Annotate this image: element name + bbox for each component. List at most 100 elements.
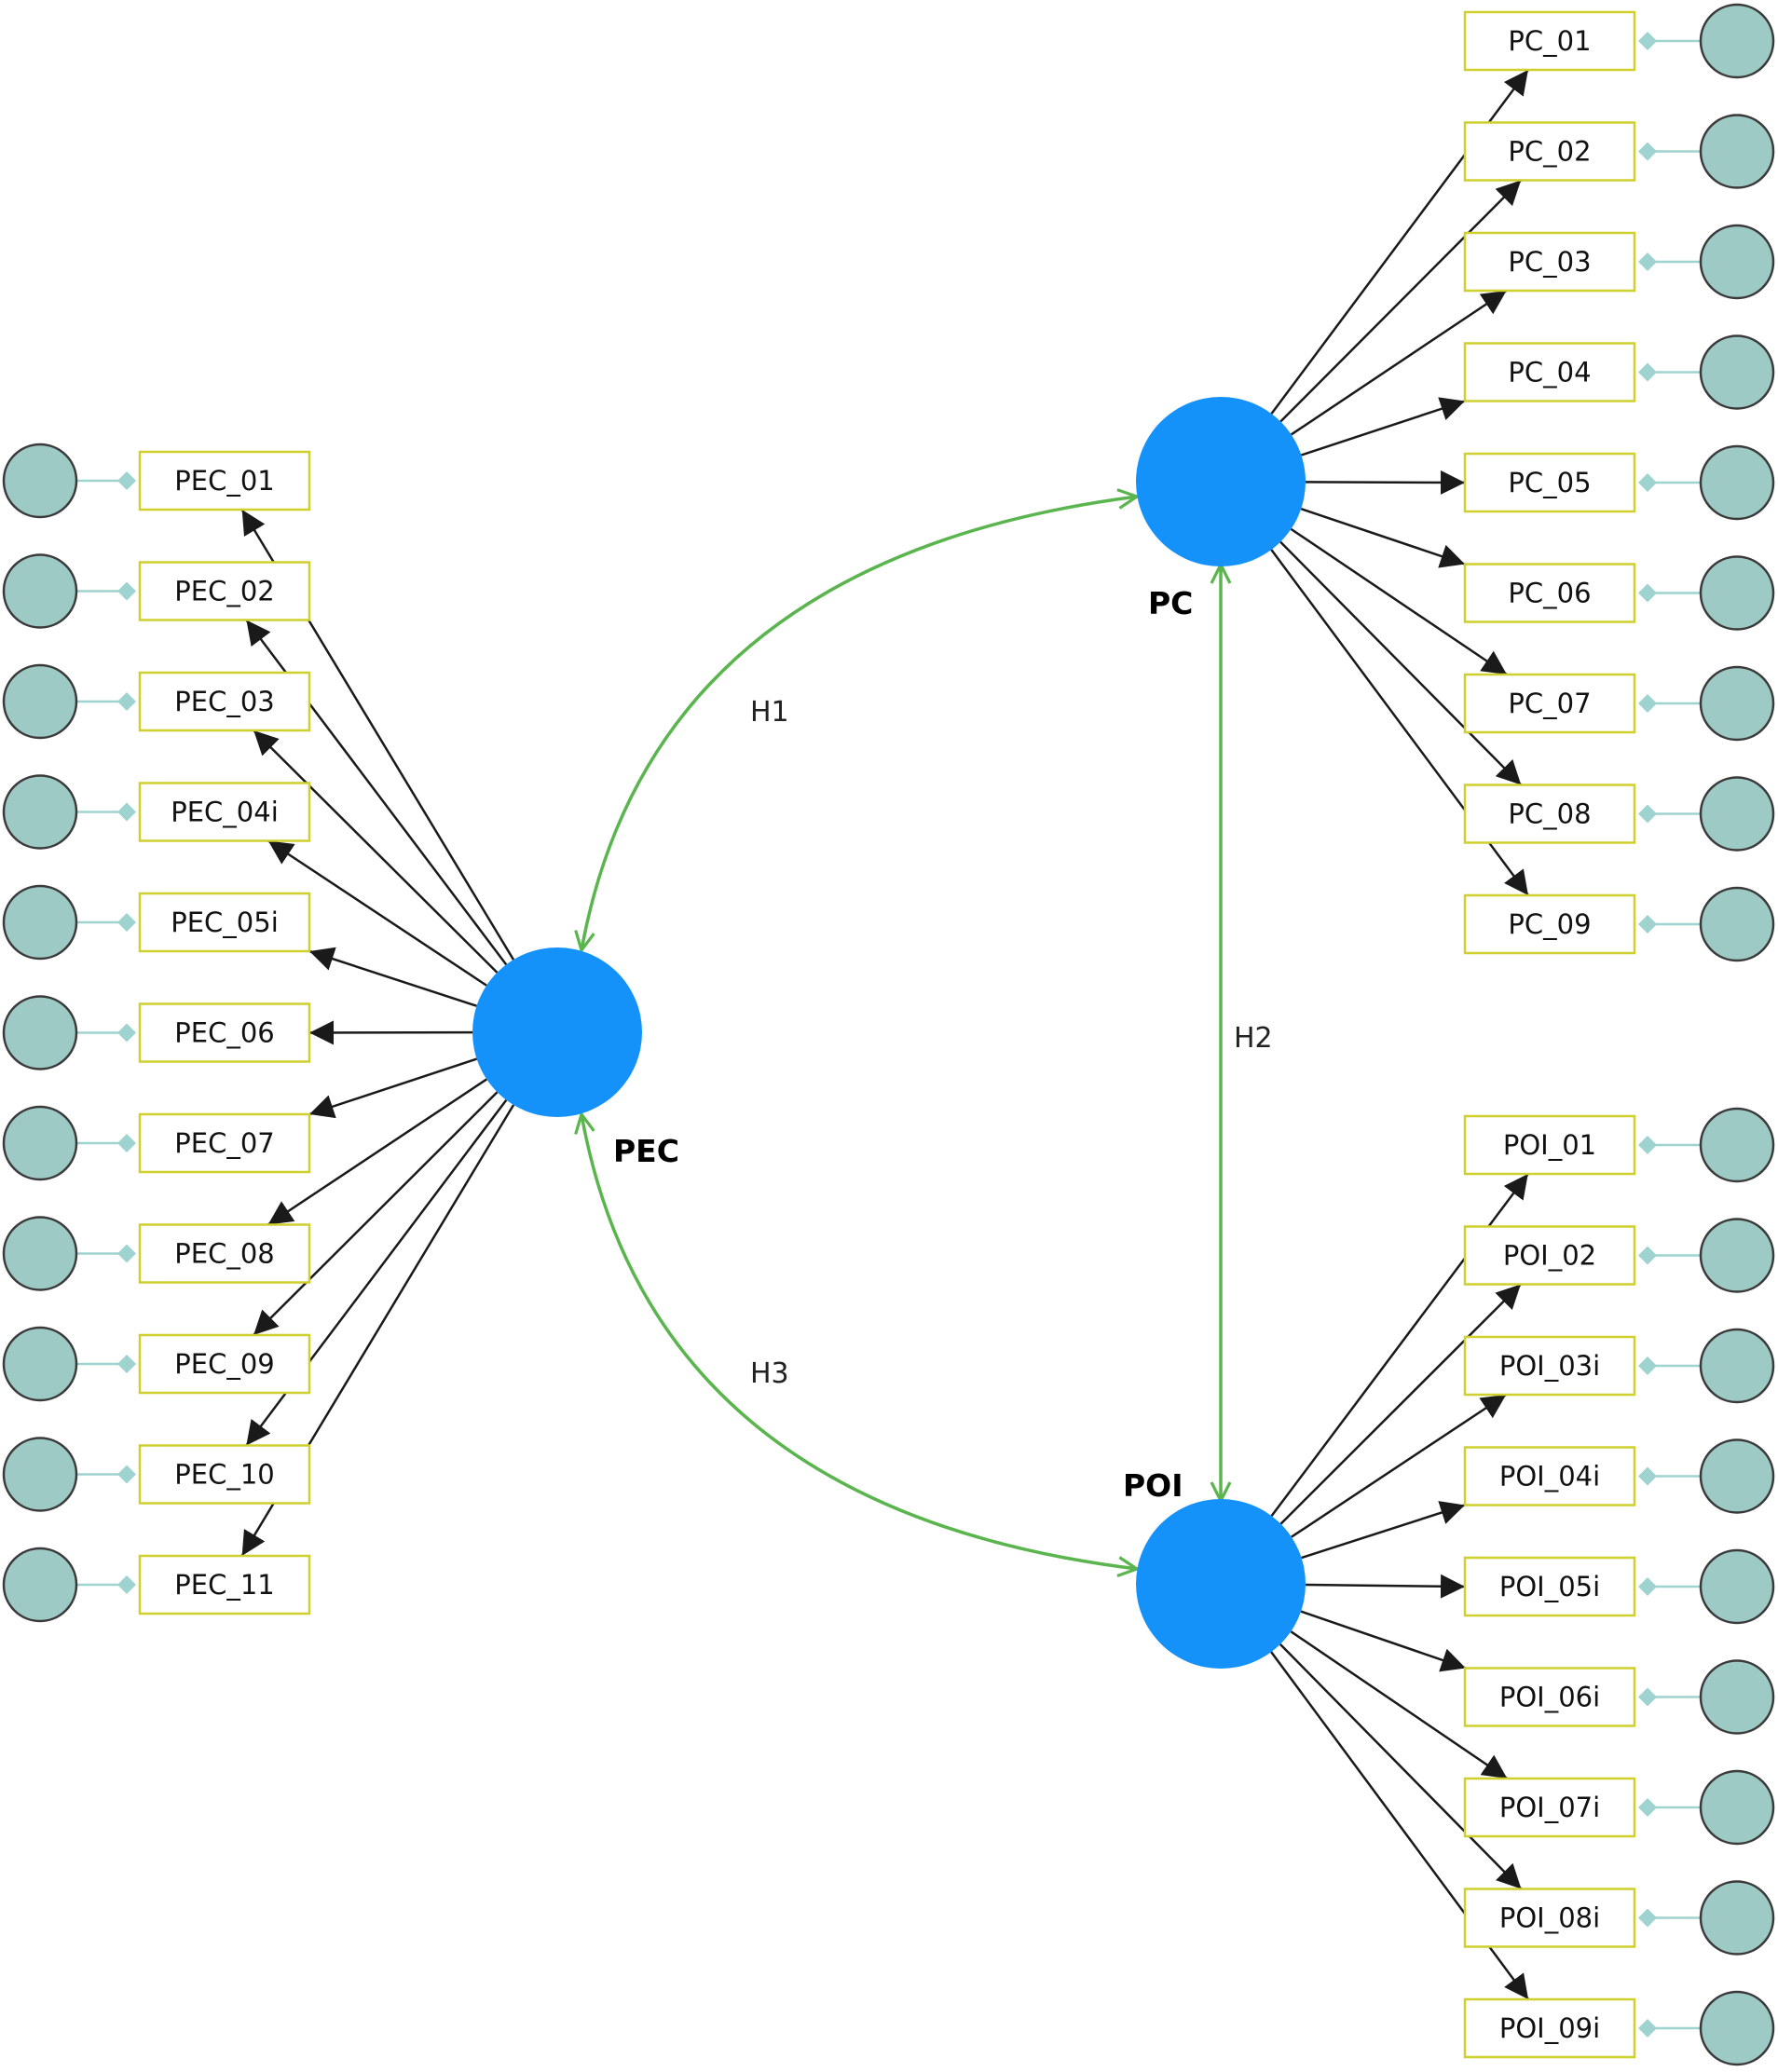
loading-arrow[interactable] bbox=[308, 947, 477, 1007]
error-term-node[interactable] bbox=[2, 774, 78, 850]
indicator-box[interactable] bbox=[138, 1112, 311, 1174]
error-term-node[interactable] bbox=[1699, 114, 1775, 189]
loading-arrow[interactable] bbox=[1301, 397, 1466, 457]
error-term-node[interactable] bbox=[2, 663, 78, 740]
error-term-node[interactable] bbox=[1699, 1328, 1775, 1404]
indicator-box[interactable] bbox=[1463, 1225, 1636, 1286]
error-term-node[interactable] bbox=[1699, 1990, 1775, 2066]
latent-pec-label: PEC bbox=[613, 1133, 679, 1169]
loading-arrow[interactable] bbox=[1291, 1393, 1507, 1538]
error-link-diamond bbox=[1638, 252, 1657, 271]
error-link-diamond bbox=[1638, 1798, 1657, 1817]
error-term-node[interactable] bbox=[1699, 555, 1775, 631]
indicator-box[interactable] bbox=[1463, 1556, 1636, 1617]
indicator-box[interactable] bbox=[138, 1554, 311, 1615]
indicator-box[interactable] bbox=[1463, 1667, 1636, 1727]
indicator-box[interactable] bbox=[1463, 673, 1636, 734]
error-term-node[interactable] bbox=[1699, 224, 1775, 300]
indicator-box[interactable] bbox=[1463, 893, 1636, 955]
path-h3-curve[interactable] bbox=[581, 1114, 1137, 1569]
error-term-node[interactable] bbox=[2, 1437, 78, 1512]
loading-arrow[interactable] bbox=[1279, 1283, 1522, 1525]
indicator-box[interactable] bbox=[138, 450, 311, 511]
error-link-diamond bbox=[1638, 804, 1657, 824]
indicator-box[interactable] bbox=[1463, 1777, 1636, 1838]
latent-pec-node[interactable] bbox=[472, 947, 642, 1117]
indicator-box[interactable] bbox=[1463, 342, 1636, 402]
loading-arrow[interactable] bbox=[1290, 527, 1508, 676]
loading-arrow[interactable] bbox=[1300, 507, 1466, 568]
indicator-box[interactable] bbox=[1463, 563, 1636, 623]
loading-arrow[interactable] bbox=[267, 1078, 487, 1226]
indicator-box[interactable] bbox=[1463, 1114, 1636, 1176]
loading-arrow[interactable] bbox=[1290, 289, 1508, 436]
indicator-box[interactable] bbox=[138, 561, 311, 621]
indicator-box[interactable] bbox=[1463, 231, 1636, 293]
loading-arrow[interactable] bbox=[1290, 1630, 1509, 1780]
indicator-box[interactable] bbox=[138, 1444, 311, 1505]
error-terms-layer bbox=[2, 3, 1775, 2066]
error-term-node[interactable] bbox=[1699, 776, 1775, 852]
error-term-node[interactable] bbox=[1699, 1548, 1775, 1625]
error-term-node[interactable] bbox=[1699, 1218, 1775, 1293]
error-term-node[interactable] bbox=[2, 1547, 78, 1623]
error-term-node[interactable] bbox=[1699, 1438, 1775, 1514]
indicator-box[interactable] bbox=[1463, 784, 1636, 844]
indicator-box[interactable] bbox=[138, 892, 311, 953]
loading-arrow[interactable] bbox=[1279, 179, 1523, 423]
error-link-diamond bbox=[1638, 1136, 1657, 1154]
error-link-diamond bbox=[1638, 32, 1657, 50]
indicator-box[interactable] bbox=[138, 782, 311, 842]
indicator-box[interactable] bbox=[1463, 1335, 1636, 1397]
error-term-node[interactable] bbox=[1699, 886, 1775, 962]
indicators-layer: PEC_01PEC_02PEC_03PEC_04iPEC_05iPEC_06PE… bbox=[138, 10, 1636, 2059]
error-term-node[interactable] bbox=[2, 884, 78, 961]
loading-arrow[interactable] bbox=[1279, 1643, 1523, 1890]
indicator-label: POI_04i bbox=[1499, 1461, 1600, 1493]
loading-arrow[interactable] bbox=[1279, 540, 1523, 786]
loading-arrow[interactable] bbox=[1305, 1574, 1466, 1599]
path-h1-label: H1 bbox=[750, 696, 789, 729]
error-term-node[interactable] bbox=[1699, 1769, 1775, 1846]
error-term-node[interactable] bbox=[1699, 3, 1775, 79]
indicator-label: POI_05i bbox=[1499, 1571, 1600, 1602]
loading-arrow[interactable] bbox=[1305, 470, 1466, 495]
error-term-node[interactable] bbox=[1699, 665, 1775, 742]
latent-pc-node[interactable] bbox=[1136, 397, 1306, 566]
error-link-diamond bbox=[117, 692, 136, 711]
error-term-node[interactable] bbox=[2, 443, 78, 519]
error-link-diamond bbox=[117, 581, 136, 601]
indicator-label: PEC_03 bbox=[174, 686, 274, 717]
path-h1-curve[interactable] bbox=[581, 497, 1137, 950]
loading-arrow[interactable] bbox=[253, 729, 499, 974]
indicator-box[interactable] bbox=[138, 1002, 311, 1063]
loading-arrow[interactable] bbox=[253, 1091, 499, 1336]
error-link-diamond bbox=[117, 1465, 136, 1484]
loading-arrow[interactable] bbox=[267, 839, 487, 987]
loading-arrow[interactable] bbox=[1301, 1501, 1466, 1560]
error-term-node[interactable] bbox=[1699, 444, 1775, 521]
error-term-node[interactable] bbox=[2, 1326, 78, 1402]
indicator-box[interactable] bbox=[1463, 1446, 1636, 1506]
error-term-node[interactable] bbox=[2, 1216, 78, 1291]
error-term-node[interactable] bbox=[1699, 334, 1775, 410]
error-term-node[interactable] bbox=[1699, 1107, 1775, 1183]
indicator-box[interactable] bbox=[1463, 10, 1636, 72]
indicator-label: PC_06 bbox=[1508, 578, 1591, 609]
indicator-label: POI_01 bbox=[1503, 1129, 1596, 1161]
error-term-node[interactable] bbox=[2, 995, 78, 1070]
loading-arrow[interactable] bbox=[308, 1057, 477, 1119]
indicator-box[interactable] bbox=[1463, 121, 1636, 182]
indicator-box[interactable] bbox=[1463, 1997, 1636, 2059]
indicator-box[interactable] bbox=[138, 671, 311, 732]
error-term-node[interactable] bbox=[1699, 1659, 1775, 1735]
error-term-node[interactable] bbox=[2, 1105, 78, 1181]
error-term-node[interactable] bbox=[2, 553, 78, 629]
error-term-node[interactable] bbox=[1699, 1880, 1775, 1956]
indicator-box[interactable] bbox=[1463, 1888, 1636, 1948]
indicator-box[interactable] bbox=[138, 1333, 311, 1395]
loading-arrow[interactable] bbox=[1300, 1610, 1467, 1672]
latent-poi-node[interactable] bbox=[1136, 1499, 1306, 1669]
indicator-box[interactable] bbox=[138, 1223, 311, 1284]
indicator-box[interactable] bbox=[1463, 452, 1636, 513]
